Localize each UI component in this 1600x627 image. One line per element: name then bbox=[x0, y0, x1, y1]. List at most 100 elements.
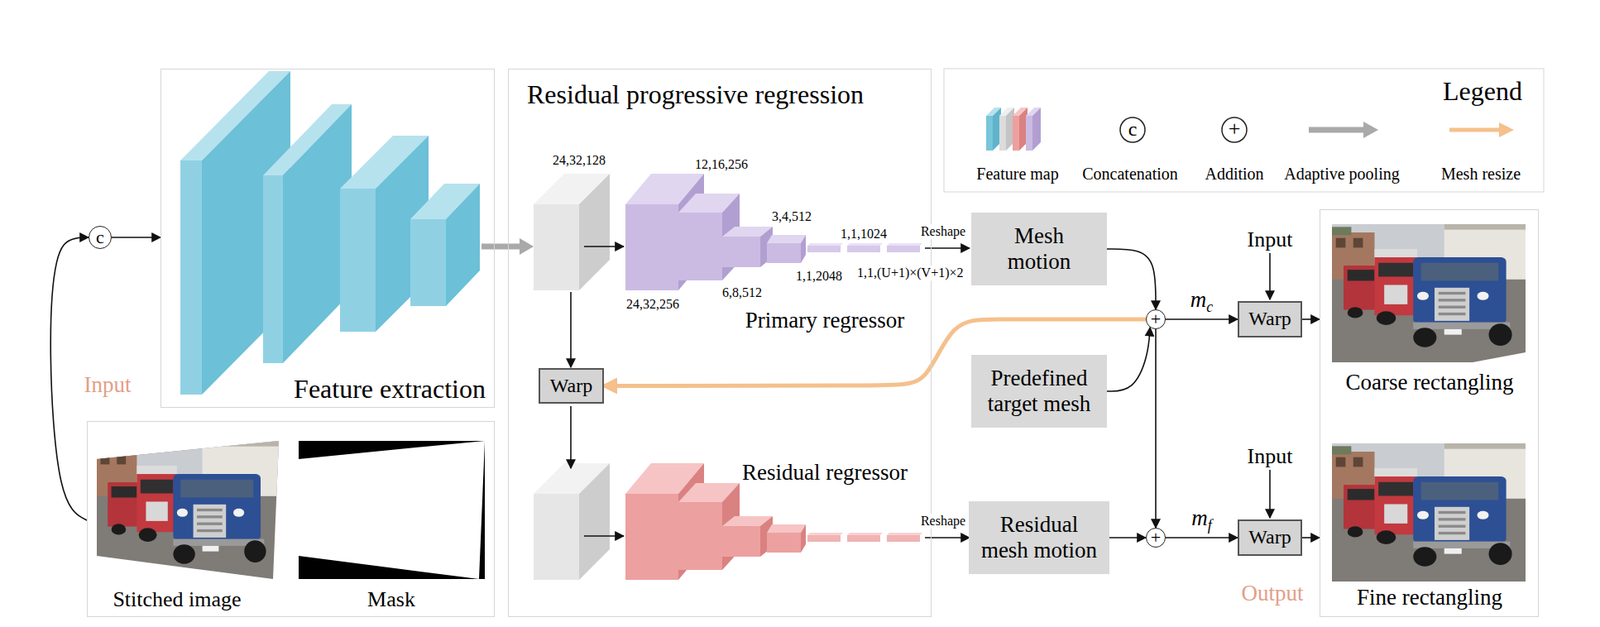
edge-label: mc bbox=[1190, 287, 1214, 317]
legend-concat-sample bbox=[1120, 117, 1145, 143]
feature-map-stack bbox=[340, 188, 376, 332]
node-text: c bbox=[95, 228, 105, 247]
regressor-label: Primary regressor bbox=[745, 308, 906, 334]
arrow-connector bbox=[1109, 536, 1146, 539]
feature-map-stack bbox=[445, 183, 480, 307]
arrow-connector bbox=[1154, 329, 1157, 528]
edge-label: mf bbox=[1191, 506, 1212, 535]
primary-regressor-blocks bbox=[800, 234, 806, 264]
primary-regressor-blocks bbox=[847, 243, 883, 246]
residual-regressor-blocks bbox=[800, 524, 806, 553]
dimension-label: 6,8,512 bbox=[722, 285, 762, 301]
legend-resize-sample bbox=[1499, 122, 1514, 138]
legend-feature-map-sample bbox=[999, 115, 1006, 151]
residual-regressor-blocks bbox=[678, 502, 723, 571]
coarse-image bbox=[1472, 352, 1526, 363]
warp-box: Warp bbox=[1237, 301, 1303, 338]
panel-heading: Fine rectangling bbox=[1356, 584, 1503, 611]
panel-heading: Residual progressive regression bbox=[526, 79, 864, 111]
addition-circle: + bbox=[1145, 309, 1166, 330]
legend-symbol: c bbox=[1128, 118, 1138, 140]
primary-regressor-blocks bbox=[766, 234, 806, 244]
residual-regressor-blocks bbox=[847, 532, 883, 536]
stitched-image bbox=[96, 440, 279, 580]
panel-heading: Stitched image bbox=[112, 587, 241, 613]
mask-image bbox=[298, 440, 485, 580]
flow-arrow bbox=[1269, 253, 1271, 300]
feature-map-stack bbox=[180, 71, 480, 395]
fine-image bbox=[1331, 443, 1526, 582]
arrow-connector bbox=[1106, 327, 1150, 392]
input-label: Input bbox=[84, 373, 132, 398]
grey-feature-map bbox=[533, 493, 580, 580]
adaptive-pooling-arrow bbox=[519, 238, 534, 255]
primary-regressor-blocks bbox=[886, 243, 923, 246]
input-label: Input bbox=[1247, 228, 1294, 253]
arrow-connector bbox=[111, 236, 161, 239]
dimension-label: 1,1,1024 bbox=[840, 226, 887, 242]
primary-regressor-blocks bbox=[678, 212, 723, 281]
legend-feature-map-sample bbox=[986, 107, 1041, 151]
node-text: + bbox=[1150, 528, 1161, 547]
residual-regressor-blocks bbox=[847, 535, 881, 542]
legend-pooling-sample bbox=[1308, 121, 1379, 139]
grey-feature-map bbox=[579, 173, 610, 291]
dimension-label: 1,1,2048 bbox=[795, 268, 843, 284]
arrow-connector bbox=[1106, 249, 1156, 310]
grey-feature-map bbox=[579, 463, 610, 580]
legend-resize-sample bbox=[1449, 128, 1502, 133]
feature-map-stack bbox=[180, 160, 202, 395]
legend-symbol: + bbox=[1228, 117, 1241, 142]
process-box: Residual mesh motion bbox=[968, 501, 1110, 575]
flow-arrow bbox=[570, 246, 1270, 538]
grey-feature-map bbox=[533, 173, 610, 580]
edge-label-part: f bbox=[1207, 517, 1212, 534]
reshape-label: Reshape bbox=[919, 224, 968, 240]
legend-text: Feature map bbox=[976, 164, 1059, 183]
reshape-label: Reshape bbox=[919, 513, 968, 529]
legend-title: Legend bbox=[1442, 76, 1523, 106]
feature-panel: Feature extraction bbox=[160, 68, 495, 408]
legend-addition-sample bbox=[1221, 117, 1247, 143]
warp-box: Warp bbox=[538, 368, 604, 405]
primary-regressor-blocks bbox=[625, 204, 679, 291]
edge-label-part: c bbox=[1206, 298, 1213, 316]
dimension-label: 24,32,128 bbox=[552, 153, 606, 168]
legend-text: Addition bbox=[1204, 164, 1264, 183]
flow-arrow bbox=[570, 292, 572, 368]
edge-label-part: m bbox=[1191, 505, 1208, 531]
fine-image bbox=[1331, 443, 1526, 582]
adaptive-pooling-arrow bbox=[481, 244, 522, 250]
dimension-label: 12,16,256 bbox=[694, 157, 748, 173]
primary-regressor-blocks bbox=[807, 245, 841, 253]
node-text: Residual mesh motion bbox=[977, 512, 1102, 564]
edge-label-part: m bbox=[1190, 287, 1208, 312]
arrow-connector bbox=[50, 237, 89, 521]
arrow-connector bbox=[1302, 536, 1320, 539]
panel-heading: Feature extraction bbox=[293, 373, 486, 405]
dimension-label: 1,1,(U+1)×(V+1)×2 bbox=[855, 265, 966, 281]
coarse-image bbox=[1331, 224, 1526, 363]
legend-pooling-sample bbox=[1308, 127, 1366, 134]
input-panel: Stitched image Mask bbox=[86, 421, 495, 618]
mask-image bbox=[298, 440, 485, 580]
legend-feature-map-sample bbox=[986, 115, 993, 151]
flow-arrow bbox=[584, 535, 624, 537]
legend-panel bbox=[943, 68, 1544, 192]
legend-text: Mesh resize bbox=[1441, 164, 1521, 183]
arrow-connector bbox=[1302, 318, 1320, 321]
flow-arrow bbox=[1269, 469, 1271, 518]
warp-box: Warp bbox=[1237, 519, 1303, 556]
arrow-connector bbox=[1165, 318, 1238, 321]
panel-heading: Mask bbox=[367, 587, 416, 613]
dimension-label: 3,4,512 bbox=[771, 209, 812, 225]
legend-feature-map-sample bbox=[1025, 115, 1033, 151]
node-text: + bbox=[1150, 310, 1161, 329]
node-text: Warp bbox=[1248, 526, 1291, 550]
flow-arrow bbox=[570, 406, 572, 469]
output-label: Output bbox=[1240, 581, 1303, 607]
residual-regressor-blocks bbox=[766, 532, 801, 553]
node-text: Warp bbox=[1248, 307, 1291, 331]
legend-feature-map-sample bbox=[1032, 107, 1041, 151]
